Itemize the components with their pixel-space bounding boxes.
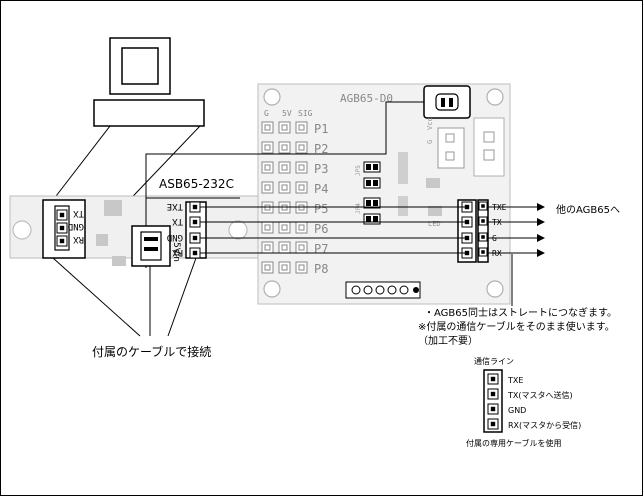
agb65-jp-label: JP4	[355, 203, 362, 214]
legend-pin	[487, 373, 499, 385]
legend-connector	[483, 369, 503, 433]
agb65-port-row: P4	[261, 181, 328, 196]
agb65-bottom-header	[345, 281, 421, 299]
note-text: ・AGB65同士はストレートにつなぎます。※付属の通信ケーブルをそのまま使います…	[418, 306, 617, 347]
legend-pin	[487, 388, 499, 400]
asb65-title: ASB65-232C	[159, 177, 234, 191]
legend-item: TXE	[507, 376, 523, 385]
pc-cable-left	[52, 125, 111, 201]
asb65-power-label: 5Vin	[171, 242, 181, 262]
agb65-header-label: SIG	[298, 109, 313, 118]
agb65-port-row: P1	[261, 121, 328, 136]
asb65-pin	[189, 247, 201, 259]
agb65-port-label: P4	[314, 182, 328, 196]
agb65-vcc-label: Vcc	[426, 117, 434, 130]
note-line: （加工不要）	[418, 335, 478, 347]
agb65-port-label: P7	[314, 242, 328, 256]
note-line: ・AGB65同士はストレートにつなぎます。	[424, 306, 617, 319]
agb65-header-label: G	[264, 109, 269, 118]
asb65-pin-label: RX	[172, 247, 183, 257]
agb65-side-pin-outer	[478, 216, 488, 226]
legend-pin	[487, 403, 499, 415]
asb65-5vin-jack	[131, 225, 171, 267]
legend-item: TX(マスタへ送信)	[507, 390, 573, 400]
note-line: ※付属の通信ケーブルをそのまま使います。	[418, 320, 615, 333]
pc-connector	[42, 199, 86, 259]
pc-pin-label: RX	[73, 234, 84, 244]
agb65-jumpers	[363, 161, 381, 225]
agb65-vcc-connector	[437, 127, 495, 169]
legend-item: RX(マスタから受信)	[508, 420, 581, 430]
legend-title: 通信ライン	[474, 356, 514, 366]
pc-pin-labels: TX GND RX	[68, 208, 84, 244]
asb65-pin	[189, 232, 201, 244]
agb65-port-label: P2	[314, 142, 328, 156]
pc-pin-label: TX	[73, 208, 84, 218]
asb65-pin-labels: TXE TX GND RX	[167, 201, 183, 257]
agb65-side-pin-outer	[478, 201, 488, 211]
agb65-vcc-label: G	[426, 140, 434, 144]
pc-pin	[56, 222, 68, 234]
cable-note: 付属のケーブルで接続	[92, 344, 211, 359]
asb65-pin-label: GND	[167, 232, 183, 242]
agb65-port-row: P3	[261, 161, 328, 176]
agb65-led-label: LED	[428, 220, 441, 228]
agb65-port-row: P8	[261, 261, 328, 276]
legend-items: TXE TX(マスタへ送信) GND RX(マスタから受信)	[507, 376, 581, 430]
asb65-pin	[189, 216, 201, 228]
agb65-port-row: P2	[261, 141, 328, 156]
to-other-agb65-label: 他のAGB65へ	[556, 203, 620, 216]
asb65-connector	[185, 201, 207, 259]
asb65-pin	[189, 201, 201, 213]
bus-wires	[200, 206, 467, 254]
agb65-side-pin-outer	[478, 247, 488, 257]
agb65-header-label: 5V	[282, 109, 292, 118]
agb65-side-pin-outer	[478, 232, 488, 242]
legend-footer: 付属の専用ケーブルを使用	[466, 438, 562, 448]
agb65-jp-label: JP5	[355, 165, 362, 176]
agb65-title: AGB65-D0	[340, 92, 393, 105]
asb65-pin-label: TX	[172, 216, 183, 226]
agb65-port-label: P3	[314, 162, 328, 176]
agb65-header-labels: G 5V SIG	[264, 109, 313, 118]
agb65-port-label: P6	[314, 222, 328, 236]
agb65-port-label: P5	[314, 202, 328, 216]
legend-pin	[487, 418, 499, 430]
pc-pin-label: GND	[68, 221, 84, 231]
agb65-port-label: P1	[314, 122, 328, 136]
computer-icon	[93, 37, 205, 127]
asb65-pin-label: TXE	[167, 201, 183, 211]
legend-item: GND	[508, 406, 526, 415]
cable-callout-lines	[52, 257, 197, 337]
power-cable	[145, 101, 424, 198]
agb65-port-label: P8	[314, 262, 328, 276]
agb65-vcc-labels: G Vcc	[426, 117, 434, 144]
pc-pin	[56, 209, 68, 221]
pc-pin	[56, 235, 68, 247]
bus-arrows	[488, 203, 545, 257]
